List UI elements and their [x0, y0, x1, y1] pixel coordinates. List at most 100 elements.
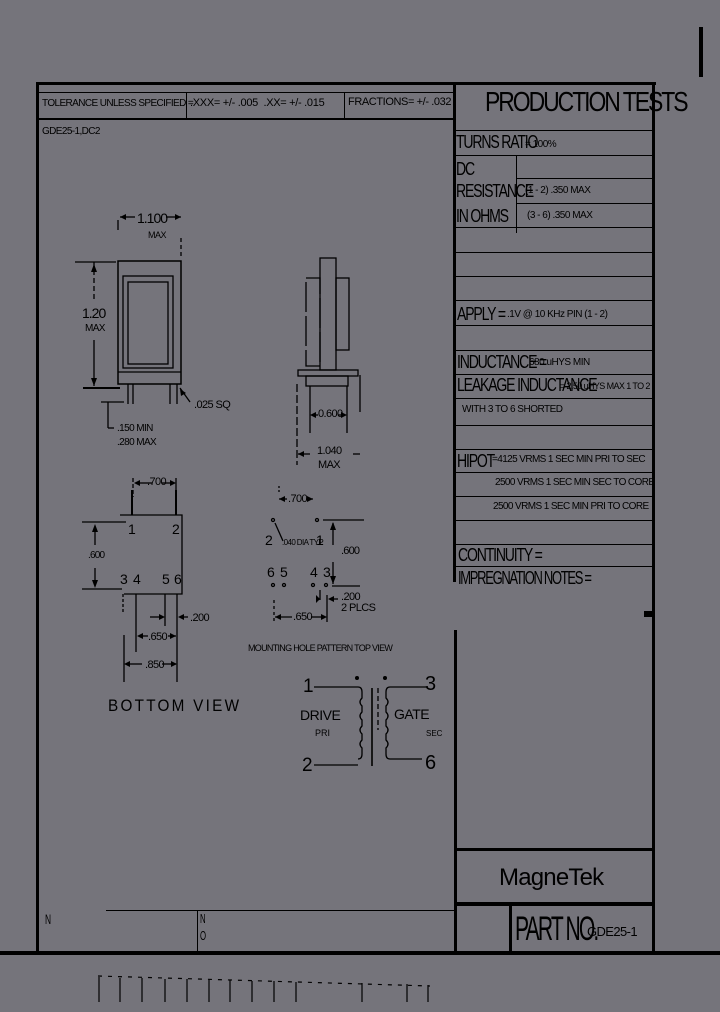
mount-pitch-dim: .200: [341, 591, 361, 603]
part-no-label: PART NO.: [515, 910, 599, 948]
mount-pin-6: 6: [267, 564, 275, 580]
rule: [455, 276, 652, 277]
dc-divider: [516, 155, 517, 233]
arrow-heads: [91, 214, 387, 680]
bottom-top-dim: .700: [147, 476, 167, 488]
rev-mid-mark-2: O: [200, 928, 207, 943]
rule: [455, 300, 652, 301]
rule: [455, 496, 652, 497]
front-overall-dim: 1.040: [317, 445, 342, 457]
inductance-value: 680 uHYS MIN: [529, 357, 590, 368]
leakage-value: = 2.50 uHYS MAX 1 TO 2: [560, 381, 650, 391]
rule: [455, 544, 652, 545]
rule: [455, 566, 652, 567]
schematic-pin-3: 3: [425, 673, 437, 695]
rule: [455, 374, 652, 375]
bottom-pin-3: 3: [120, 571, 128, 587]
leakage-label: LEAKAGE INDUCTANCE: [457, 375, 598, 395]
rule: [455, 155, 652, 156]
header-div-2: [344, 92, 345, 118]
mount-hole-note: .040 DIA TYP: [282, 538, 324, 547]
lower-panel-left: [454, 630, 457, 952]
schematic-pin-2: 2: [302, 755, 313, 776]
apply-label: APPLY =: [457, 304, 506, 324]
hipot-label: HIPOT: [457, 451, 495, 471]
rev-row-divider: [197, 910, 198, 952]
rule: [517, 203, 652, 204]
rule: [455, 449, 652, 450]
dc-label: DC: [456, 159, 475, 179]
sheet-bottom-border: [0, 951, 720, 955]
rule: [517, 178, 652, 179]
schematic-pin-6: 6: [425, 752, 437, 774]
mount-pin-3: 3: [323, 564, 331, 580]
apply-value: .1V @ 10 KHz PIN (1 - 2): [507, 309, 608, 320]
drawing-id: GDE25-1,DC2: [42, 126, 100, 137]
tolerance-values: .XXX= +/- .005 .XX= +/- .015: [190, 97, 325, 109]
rule: [455, 350, 652, 351]
hipot-value-2: 2500 VRMS 1 SEC MIN SEC TO CORE: [495, 477, 655, 488]
primary-label: DRIVE: [300, 707, 341, 723]
title-block-mid: [456, 902, 654, 906]
dc-row-2: (3 - 6) .350 MAX: [527, 210, 593, 221]
front-overall-note: MAX: [318, 459, 341, 471]
transformer-schematic: [314, 686, 428, 766]
tick-mark: [644, 611, 654, 617]
rule: [455, 130, 652, 131]
company-logo: MagneTek: [499, 864, 604, 891]
bottom-pin-5: 5: [162, 571, 170, 587]
mount-pin-2: 2: [265, 532, 273, 548]
bottom-view-outline: [82, 478, 188, 682]
mount-span-dim: .650: [293, 611, 313, 623]
side-height-note: MAX: [85, 323, 105, 334]
fractions-tolerance: FRACTIONS= +/- .032: [348, 96, 452, 108]
mount-top-dim: .700: [288, 493, 308, 505]
rule: [455, 227, 652, 228]
hipot-value-1: =4125 VRMS 1 SEC MIN PRI TO SEC: [492, 454, 646, 465]
primary-sub-label: PRI: [315, 728, 331, 738]
mount-pin-5: 5: [280, 564, 288, 580]
rule: [455, 472, 652, 473]
bottom-pin-1: 1: [128, 521, 136, 537]
bottom-pitch-dim: .200: [190, 612, 210, 624]
part-no-value: GDE25-1: [587, 924, 638, 939]
side-width-note: MAX: [148, 230, 167, 240]
rule: [455, 252, 652, 253]
mount-pitch-note: 2 PLCS: [341, 602, 376, 614]
mount-pin-4: 4: [310, 564, 318, 580]
mount-caption: MOUNTING HOLE PATTERN TOP VIEW: [248, 643, 393, 653]
turns-ratio-value: = 100%: [525, 139, 557, 150]
rule: [455, 325, 652, 326]
header-div-1: [186, 92, 187, 118]
rev-mid-mark-1: N: [200, 911, 206, 926]
header-row-top: [36, 92, 456, 93]
header-row-bottom: [36, 118, 456, 120]
side-view-outline: [75, 216, 191, 429]
sheet-left-border: [36, 82, 39, 952]
secondary-sub-label: SEC: [426, 729, 443, 738]
tests-panel-left: [453, 82, 456, 582]
bottom-pin-4: 4: [133, 571, 141, 587]
continuity-label: CONTINUITY =: [458, 545, 543, 565]
side-width-dim: 1.100: [137, 210, 168, 226]
impregnation-label: IMPREGNATION NOTES =: [458, 568, 592, 588]
rev-left-mark: N: [45, 911, 52, 927]
part-no-divider: [509, 906, 512, 952]
pin-size-label: .025 SQ: [194, 399, 231, 411]
front-view-outline: [296, 257, 361, 465]
turns-ratio-label: TURNS RATIO: [456, 132, 538, 152]
in-ohms-label: IN OHMS: [456, 206, 509, 226]
front-pin-span: 0.600: [318, 408, 343, 420]
bottom-inner-dim: .650: [148, 631, 168, 643]
leakage-note: WITH 3 TO 6 SHORTED: [462, 404, 563, 415]
secondary-label: GATE: [394, 706, 430, 722]
bottom-outer-dim: .850: [145, 659, 165, 671]
bottom-pin-6: 6: [174, 571, 182, 587]
bottom-height-dim: .600: [88, 550, 105, 561]
rule: [455, 520, 652, 521]
side-height-dim: 1.20: [82, 305, 106, 321]
pin-length-min: .150 MIN: [117, 423, 153, 434]
bottom-pin-2: 2: [172, 521, 180, 537]
mount-height-dim: .600: [341, 545, 360, 557]
